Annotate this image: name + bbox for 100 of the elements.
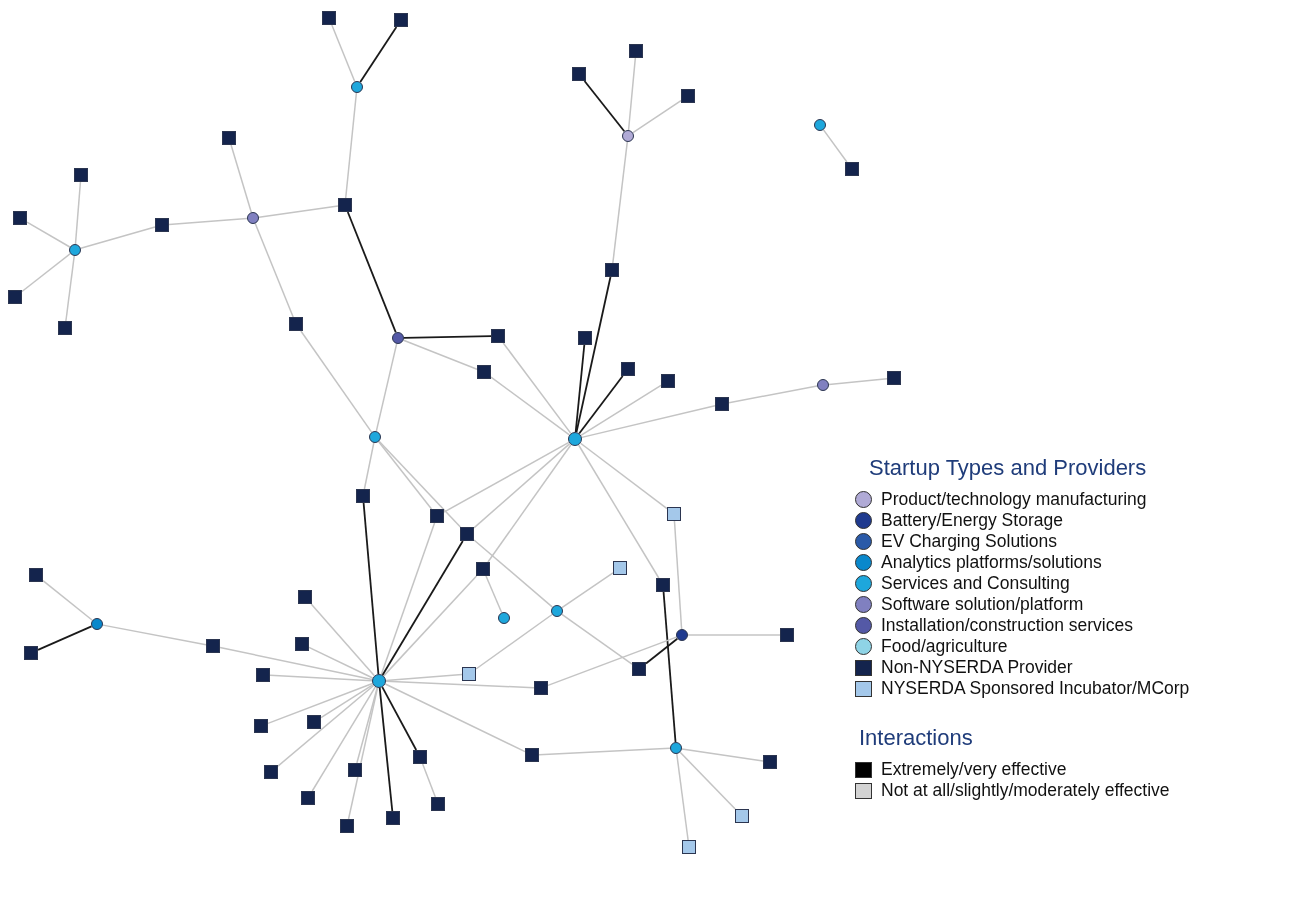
connector-line <box>645 637 679 665</box>
provider-square <box>534 681 548 695</box>
legend-label: Battery/Energy Storage <box>881 510 1063 531</box>
connector-line <box>403 335 492 339</box>
startup-circle <box>817 379 829 391</box>
connector-line <box>230 144 253 213</box>
provider-square <box>413 750 427 764</box>
connector-line <box>26 221 71 248</box>
connector-line <box>42 579 94 621</box>
provider-square <box>632 662 646 676</box>
connector-line <box>300 330 373 433</box>
connector-line <box>822 129 848 163</box>
provider-square <box>74 168 88 182</box>
provider-square <box>295 637 309 651</box>
connector-line <box>254 222 294 318</box>
legend-label: Product/technology manufacturing <box>881 489 1147 510</box>
connector-line <box>311 686 377 792</box>
legend-label: Extremely/very effective <box>881 759 1067 780</box>
provider-square <box>254 719 268 733</box>
startup-circle <box>676 629 688 641</box>
startup-circle <box>568 432 582 446</box>
provider-square <box>24 646 38 660</box>
connector-line <box>575 276 612 434</box>
startup-circle <box>91 618 103 630</box>
legend-label: NYSERDA Sponsored Incubator/MCorp <box>881 678 1190 699</box>
startup-circle <box>247 212 259 224</box>
legend-title: Startup Types and Providers <box>869 455 1148 481</box>
connector-line <box>383 575 478 677</box>
connector-line <box>385 673 463 682</box>
connector-line <box>490 376 571 436</box>
legend-label: Analytics platforms/solutions <box>881 552 1102 573</box>
connector-line <box>168 217 248 226</box>
connector-line <box>378 687 394 812</box>
connector-line <box>485 575 503 614</box>
connector-line <box>547 636 678 687</box>
connector-line <box>579 442 668 510</box>
connector-line <box>21 252 72 293</box>
connector-line <box>258 205 339 218</box>
startup-circle <box>69 244 81 256</box>
provider-square <box>256 668 270 682</box>
provider-square <box>605 263 619 277</box>
connector-line <box>828 377 888 386</box>
connector-line <box>381 686 418 751</box>
connector-line <box>80 226 156 250</box>
provider-square <box>681 89 695 103</box>
startup-circle <box>498 612 510 624</box>
connector-line <box>728 385 818 404</box>
legend-label: Services and Consulting <box>881 573 1070 594</box>
provider-square <box>13 211 27 225</box>
provider-square <box>460 527 474 541</box>
connector-line <box>384 683 526 753</box>
provider-square <box>661 374 675 388</box>
provider-square <box>491 329 505 343</box>
provider-square <box>301 791 315 805</box>
provider-square <box>356 489 370 503</box>
provider-square <box>763 755 777 769</box>
provider-square <box>667 507 681 521</box>
connector-line <box>577 444 660 579</box>
startup-circle <box>551 605 563 617</box>
connector-line <box>308 646 374 679</box>
connector-line <box>37 625 93 651</box>
connector-line <box>581 404 716 439</box>
connector-line <box>679 751 736 810</box>
provider-square <box>621 362 635 376</box>
connector-line <box>362 502 380 675</box>
connector-line <box>538 747 671 756</box>
connector-line <box>473 539 554 608</box>
connector-line <box>381 540 464 676</box>
legend-title: Interactions <box>859 725 974 751</box>
connector-line <box>681 748 764 762</box>
connector-line <box>580 384 662 437</box>
connector-line <box>402 339 478 370</box>
connector-line <box>320 684 374 719</box>
connector-line <box>583 80 626 133</box>
connector-line <box>331 24 356 83</box>
connector-line <box>676 753 689 841</box>
provider-square <box>629 44 643 58</box>
connector-line <box>378 440 462 528</box>
connector-line <box>310 603 376 677</box>
provider-square <box>845 162 859 176</box>
connector-line <box>502 342 572 435</box>
connector-line <box>267 682 374 725</box>
connector-line <box>561 613 633 665</box>
connector-line <box>375 343 398 432</box>
connector-line <box>277 684 375 767</box>
provider-square <box>476 562 490 576</box>
connector-line <box>612 141 629 264</box>
connector-line <box>561 572 614 609</box>
provider-square <box>222 131 236 145</box>
connector-line <box>627 57 637 131</box>
provider-square <box>656 578 670 592</box>
legend-label: Non-NYSERDA Provider <box>881 657 1073 678</box>
connector-line <box>632 99 682 134</box>
provider-square <box>307 715 321 729</box>
provider-square <box>386 811 400 825</box>
provider-square <box>298 590 312 604</box>
provider-square <box>264 765 278 779</box>
provider-square <box>8 290 22 304</box>
provider-square <box>348 763 362 777</box>
connector-line <box>487 443 572 563</box>
